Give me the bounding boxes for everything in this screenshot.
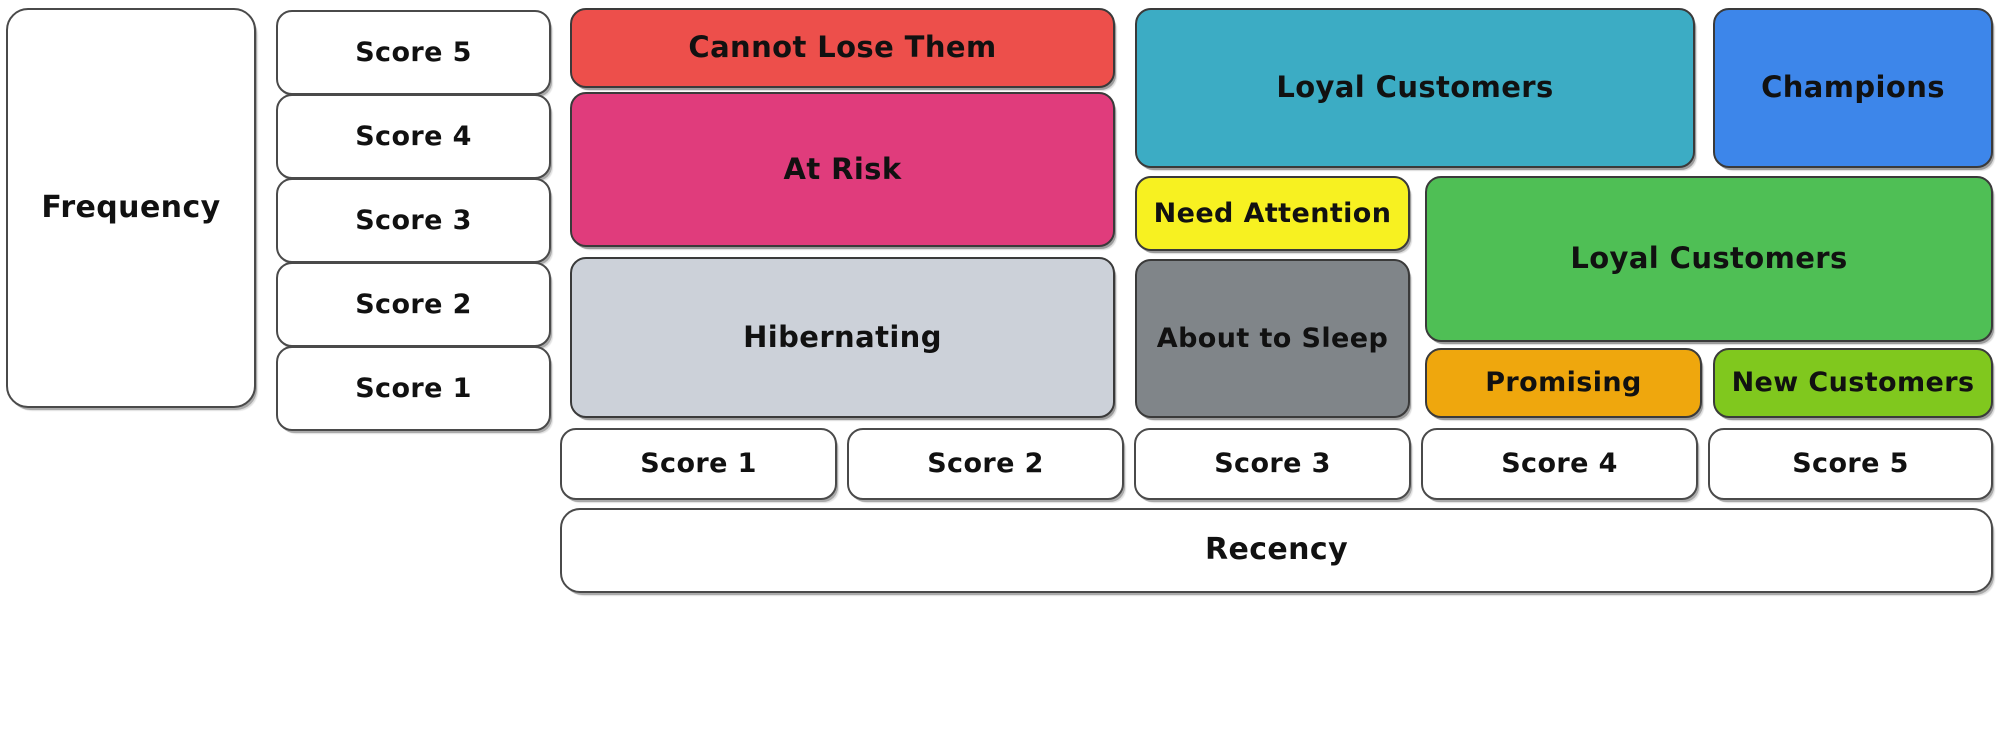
segment-hibernating[interactable]: Hibernating [570,257,1115,418]
segment-champions[interactable]: Champions [1713,8,1993,168]
frequency-score-4[interactable]: Score 4 [276,94,551,179]
segment-at-risk[interactable]: At Risk [570,92,1115,247]
segment-promising[interactable]: Promising [1425,348,1702,418]
segment-need-attention[interactable]: Need Attention [1135,176,1410,251]
segment-loyal-customers-teal[interactable]: Loyal Customers [1135,8,1695,168]
recency-score-3[interactable]: Score 3 [1134,428,1411,500]
segment-cannot-lose-them[interactable]: Cannot Lose Them [570,8,1115,88]
recency-score-1[interactable]: Score 1 [560,428,837,500]
frequency-score-1[interactable]: Score 1 [276,346,551,431]
frequency-score-5[interactable]: Score 5 [276,10,551,95]
recency-score-2[interactable]: Score 2 [847,428,1124,500]
recency-axis-title: Recency [560,508,1993,593]
recency-score-5[interactable]: Score 5 [1708,428,1993,500]
segment-loyal-customers-green[interactable]: Loyal Customers [1425,176,1993,342]
frequency-score-3[interactable]: Score 3 [276,178,551,263]
segment-about-to-sleep[interactable]: About to Sleep [1135,259,1410,418]
segment-new-customers[interactable]: New Customers [1713,348,1993,418]
frequency-axis-title: Frequency [6,8,256,408]
frequency-score-2[interactable]: Score 2 [276,262,551,347]
recency-score-4[interactable]: Score 4 [1421,428,1698,500]
